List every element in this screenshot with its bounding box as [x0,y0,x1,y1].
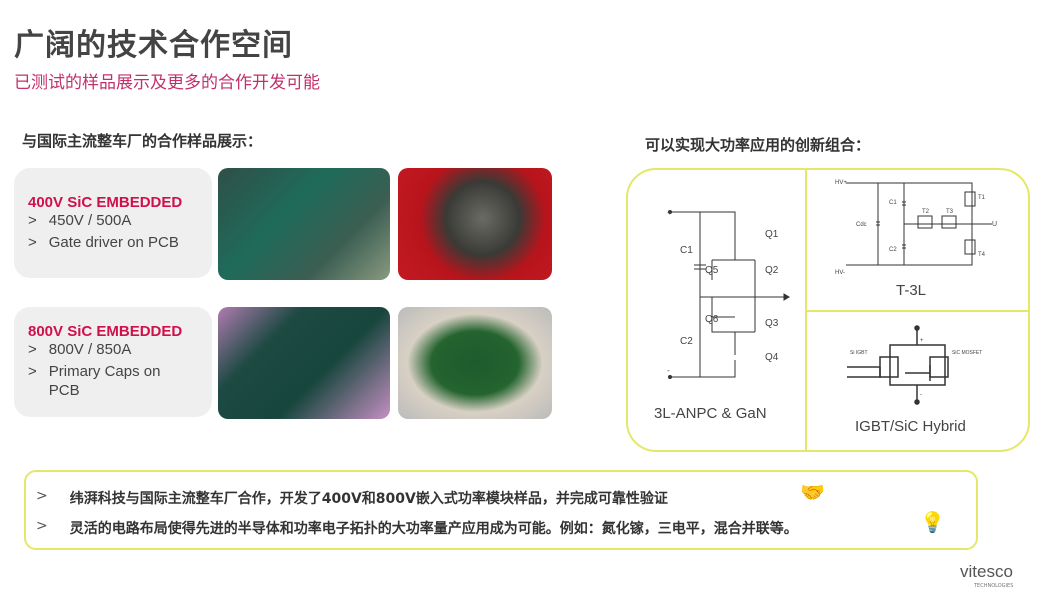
part-label: T4 [978,252,986,258]
sample-card-800v: 800V SiC EMBEDDED >800V / 850A > Primary … [14,307,212,417]
part-label: - [920,392,922,398]
part-label: C1 [680,245,693,256]
summary-item: > 纬湃科技与国际主流整车厂合作，开发了400V和800V嵌入式功率模块样品，并完… [36,488,668,508]
sample-item: Gate driver on PCB [48,234,179,251]
pcb-photo-800v [218,307,390,419]
t3l-circuit-diagram [846,182,992,266]
part-label: Q2 [765,265,779,276]
bullet-marker: > [28,363,37,380]
bullet-marker: > [28,341,37,358]
part-label: - [667,366,670,375]
part-label: T1 [978,195,986,201]
bullet-marker: > [36,488,48,504]
part-label: C2 [680,336,693,347]
circuit-label-hybrid: IGBT/SiC Hybrid [855,418,966,435]
circuit-label-anpc: 3L-ANPC & GaN [654,405,767,422]
summary-text: 灵活的电路布局使得先进的半导体和功率电子拓扑的大功率量产应用成为可能。例如：氮化… [69,521,798,537]
page-title: 广阔的技术合作空间 [14,28,293,63]
part-label: + [667,208,672,217]
bullet-marker: > [36,518,48,534]
part-label: Q1 [765,229,779,240]
samples-heading: 与国际主流整车厂的合作样品展示： [22,132,263,150]
vitesco-logo: vitesco [960,562,1013,581]
part-label: C2 [889,247,897,253]
part-label: C1 [889,200,897,206]
sample-item: Primary Caps on PCB [48,363,161,399]
circuit-combinations-box [626,168,1030,452]
anpc-circuit-diagram [668,210,790,379]
part-label: Q3 [765,318,779,329]
part-label: T3 [946,209,954,215]
part-label: HV+ [835,180,847,186]
part-label: Q6 [705,314,719,325]
divider [806,310,1028,312]
part-label: SiC MOSFET [952,350,983,356]
summary-item: > 灵活的电路布局使得先进的半导体和功率电子拓扑的大功率量产应用成为可能。例如：氮… [36,518,798,538]
sample-item: 800V / 850A [48,341,132,358]
module-photo-400v [398,168,552,280]
module-photo-800v [398,307,552,419]
lightbulb-icon: 💡 [920,510,945,534]
page-subtitle: 已测试的样品展示及更多的合作开发可能 [14,73,320,93]
circuit-label-t3l: T-3L [896,282,927,299]
sample-title: 800V SiC EMBEDDED [28,323,183,340]
hybrid-circuit-diagram [847,325,949,405]
summary-box [24,470,978,550]
part-label: HV- [835,270,846,276]
part-label: Q4 [765,352,779,363]
pcb-photo-400v [218,168,390,280]
sample-card-400v: 400V SiC EMBEDDED >450V / 500A > Gate dri… [14,168,212,278]
part-label: U [992,221,998,228]
handshake-icon: 🤝 [800,480,825,504]
combinations-heading: 可以实现大功率应用的创新组合： [645,136,871,154]
sample-title: 400V SiC EMBEDDED [28,194,183,211]
part-label: Q5 [705,265,719,276]
bullet-marker: > [28,234,37,251]
part-label: Si IGBT [850,350,868,356]
part-label: Cdc [856,222,867,228]
sample-item: 450V / 500A [48,212,132,229]
part-label: T2 [922,209,930,215]
part-label: + [920,338,924,344]
summary-text: 纬湃科技与国际主流整车厂合作，开发了400V和800V嵌入式功率模块样品，并完成… [69,491,668,507]
bullet-marker: > [28,212,37,229]
logo-subtitle: TECHNOLOGIES [974,583,1014,589]
